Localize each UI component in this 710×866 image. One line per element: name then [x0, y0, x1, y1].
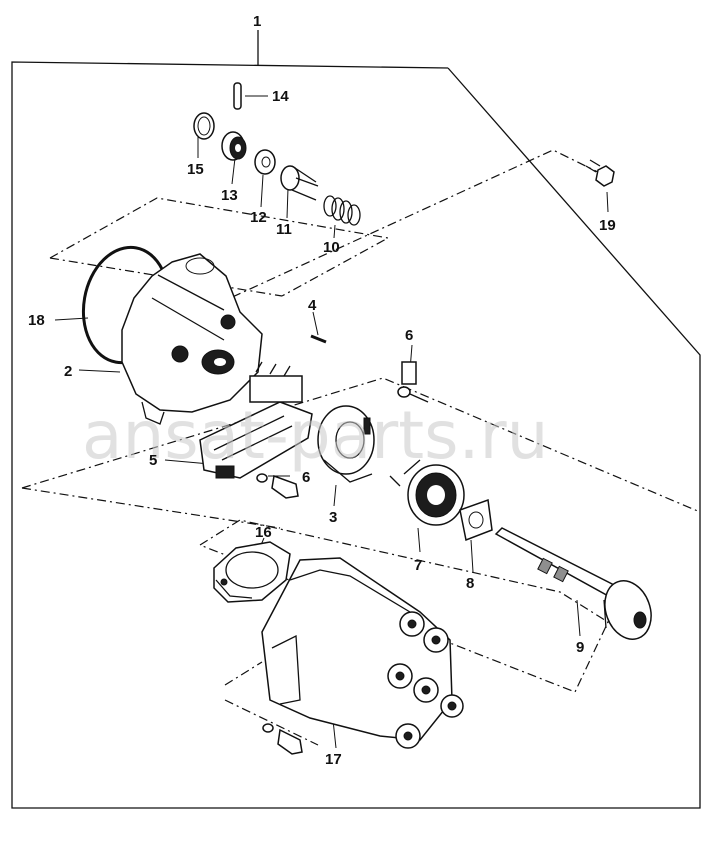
bolt-part-6-upper	[397, 361, 429, 403]
callout-19: 19	[599, 217, 616, 234]
callout-6-upper: 6	[405, 327, 413, 344]
callout-6-lower: 6	[302, 469, 310, 486]
callout-17: 17	[325, 751, 342, 768]
callout-3: 3	[329, 509, 337, 526]
callout-5: 5	[149, 452, 157, 469]
shaft-part-9	[494, 527, 652, 640]
washer-part-12	[254, 149, 276, 175]
callout-4: 4	[308, 297, 317, 314]
callout-14: 14	[272, 88, 289, 105]
callout-10: 10	[323, 239, 340, 256]
housing-part-2	[121, 253, 263, 425]
collar-part-13	[221, 131, 247, 161]
callout-1: 1	[253, 13, 261, 30]
dashed-group-frames	[21, 149, 701, 746]
callout-12: 12	[250, 209, 267, 226]
cap-part-17	[261, 557, 464, 749]
cap-screw	[262, 723, 303, 755]
gasket-part-8	[459, 498, 493, 542]
pin-part-14	[233, 82, 242, 110]
watermark: ansat-parts.ru	[82, 397, 548, 474]
callout-13: 13	[221, 187, 238, 204]
callout-labels: 1 2 3 4 5 6 6 7 8 9 10 11 12 13 14 15 16…	[28, 13, 616, 768]
pickup-coil-part-3	[317, 405, 375, 483]
callout-15: 15	[187, 161, 204, 178]
callout-18: 18	[28, 312, 45, 329]
rotor-part-16	[213, 541, 291, 603]
spring-part-10	[323, 195, 361, 226]
retainer-part-11	[280, 165, 319, 201]
callout-8: 8	[466, 575, 474, 592]
callout-9: 9	[576, 639, 584, 656]
callout-16: 16	[255, 524, 272, 541]
callout-2: 2	[64, 363, 72, 380]
callout-11: 11	[276, 221, 292, 238]
pole-piece-part-7	[389, 459, 465, 526]
assembly-frame	[11, 30, 701, 809]
snap-ring-part-15	[193, 112, 215, 140]
pin-part-4	[310, 334, 327, 344]
bolt-part-6-lower	[256, 473, 299, 499]
module-part-5	[199, 361, 313, 479]
callout-7: 7	[414, 557, 422, 574]
bolt-part-19	[585, 159, 615, 187]
